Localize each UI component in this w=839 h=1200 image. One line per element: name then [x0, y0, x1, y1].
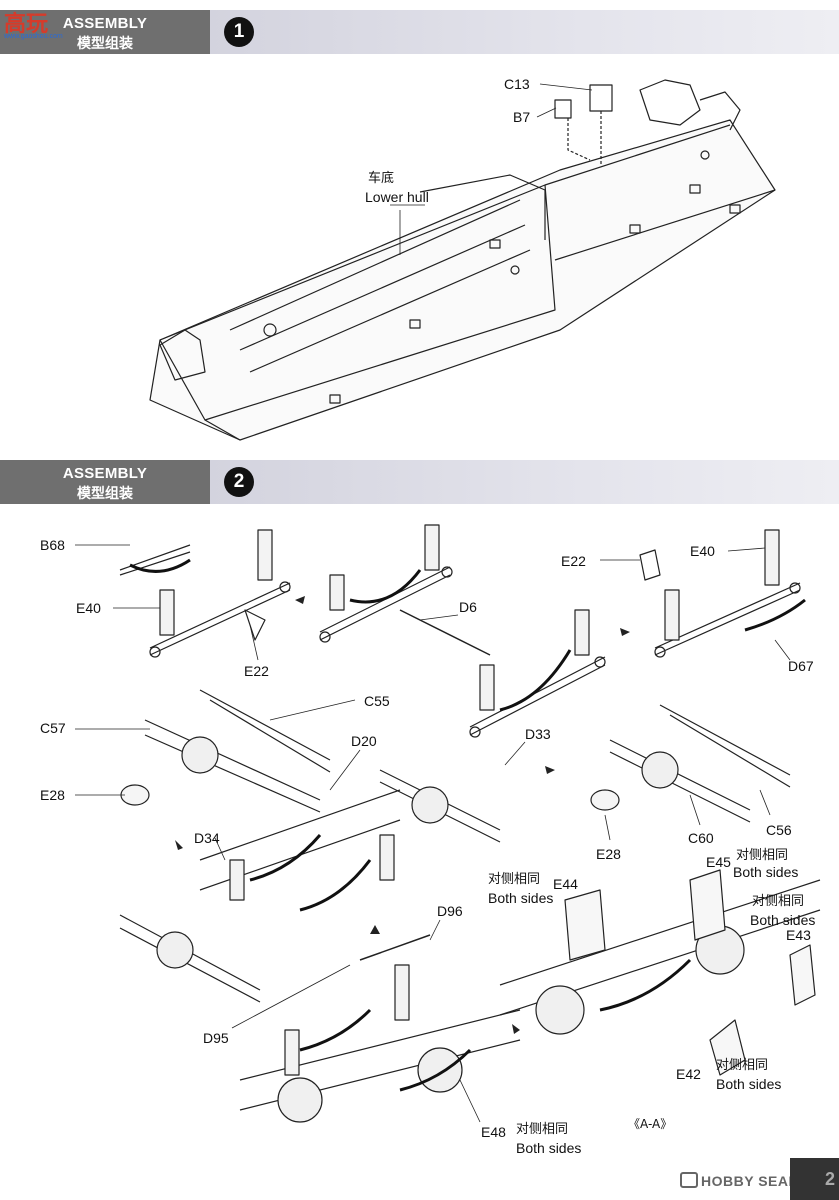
part-label-e43: E43 [786, 927, 811, 943]
step2-number-badge: 2 [224, 467, 254, 497]
part-label-e44: E44 [553, 876, 578, 892]
suspension-subassembly-2 [319, 524, 606, 738]
part-label-e28-right: E28 [596, 846, 621, 862]
part-label-c60: C60 [688, 830, 714, 846]
part-label-d34: D34 [194, 830, 220, 846]
part-label-d67: D67 [788, 658, 814, 674]
both-sides-zh-e44: 对侧相同 [488, 872, 541, 887]
part-label-e40-left: E40 [76, 600, 101, 616]
both-sides-zh-e43: 对侧相同 [752, 894, 805, 909]
chassis-assembly-lower [239, 934, 521, 1123]
page-corner-number: 2 [790, 1158, 839, 1200]
part-label-d95: D95 [203, 1030, 229, 1046]
part-label-d20: D20 [351, 733, 377, 749]
axle-subassembly-right [590, 704, 791, 823]
part-label-e22-right: E22 [561, 553, 586, 569]
chassis-assembly-right [499, 869, 821, 1076]
part-label-e28-left: E28 [40, 787, 65, 803]
part-label-c56: C56 [766, 822, 792, 838]
part-label-c55: C55 [364, 693, 390, 709]
site-logo-glyphs: 高玩 [4, 12, 49, 37]
part-label-d33: D33 [525, 726, 551, 742]
part-label-e42: E42 [676, 1066, 701, 1082]
step1-header-bar [210, 10, 839, 54]
suspension-subassembly-1 [119, 529, 291, 658]
step1-header-zh: 模型组装 [77, 35, 133, 51]
part-label-d96: D96 [437, 903, 463, 919]
part-label-d6: D6 [459, 599, 477, 615]
both-sides-en-e45: Both sides [733, 864, 799, 880]
site-logo-url: www.gaoshou.com [4, 33, 63, 40]
step2-leaders [75, 544, 791, 1123]
hobby-search-logo-icon [680, 1172, 698, 1188]
step2-header-label-box: ASSEMBLY 模型组装 [0, 460, 210, 504]
part-label-e40-right: E40 [690, 543, 715, 559]
both-sides-zh-e48: 对侧相同 [516, 1122, 569, 1137]
step1-header-label-box: ASSEMBLY 模型组装 [0, 10, 210, 54]
step1-header: ASSEMBLY 模型组装 1 [0, 10, 839, 54]
step1-leaders [536, 83, 593, 118]
both-sides-en-e48: Both sides [516, 1140, 582, 1156]
both-sides-zh-e42: 对侧相同 [716, 1058, 769, 1073]
part-label-e45: E45 [706, 854, 731, 870]
suspension-subassembly-3 [639, 529, 806, 658]
both-sides-zh-e45: 对侧相同 [736, 848, 789, 863]
section-view-label: 《A-A》 [628, 1117, 673, 1131]
lower-hull-label-zh: 车底 [368, 171, 395, 186]
step2-header-bar [210, 460, 839, 504]
lower-hull-drawing [149, 79, 776, 441]
both-sides-en-e43: Both sides [750, 912, 816, 928]
lower-hull-label-en: Lower hull [365, 189, 429, 205]
step1-header-en: ASSEMBLY [62, 15, 148, 32]
part-label-e48: E48 [481, 1124, 506, 1140]
step1-number-badge: 1 [224, 17, 254, 47]
part-label-e22-left: E22 [244, 663, 269, 679]
step2-header-en: ASSEMBLY [62, 465, 148, 482]
chassis-assembly-middle [119, 769, 501, 1003]
direction-arrows [175, 596, 630, 1034]
part-label-c13: C13 [504, 76, 530, 92]
step2-header-zh: 模型组装 [77, 485, 133, 501]
both-sides-en-e44: Both sides [488, 890, 554, 906]
site-logo: 高玩 www.gaoshou.com [4, 6, 66, 40]
step2-header: ASSEMBLY 模型组装 2 [0, 460, 839, 504]
axle-subassembly-left [120, 689, 331, 813]
part-label-b68: B68 [40, 537, 65, 553]
part-label-c57: C57 [40, 720, 66, 736]
both-sides-en-e42: Both sides [716, 1076, 782, 1092]
part-label-b7: B7 [513, 109, 531, 125]
